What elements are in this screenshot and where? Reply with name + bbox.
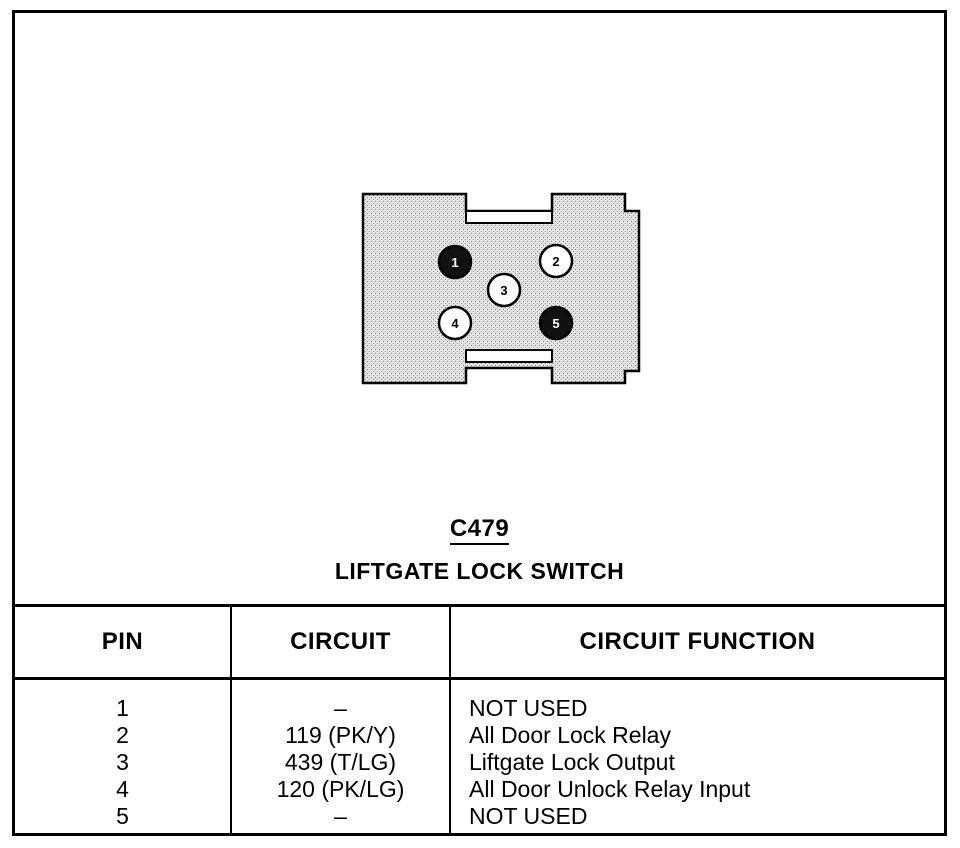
pin-header: PIN: [15, 607, 230, 680]
connector-id-text: C479: [449, 515, 510, 545]
pin-2: 2: [538, 243, 574, 279]
circuit-cell: –: [334, 803, 347, 829]
pin-4: 4: [437, 305, 473, 341]
pin-number-label: 3: [500, 283, 507, 298]
pin-cell: 4: [116, 776, 129, 802]
pin-number-label: 2: [552, 254, 559, 269]
function-cell: NOT USED: [469, 803, 588, 829]
pin-cavity: [437, 244, 473, 280]
pin-cavity: [486, 272, 522, 308]
circuit-values: – 119 (PK/Y) 439 (T/LG) 120 (PK/LG) –: [232, 695, 449, 830]
connector-name-label: LIFTGATE LOCK SWITCH: [334, 558, 625, 584]
pin-3: 3: [486, 272, 522, 308]
connector-id-label: C479: [15, 515, 944, 545]
circuit-column: CIRCUIT – 119 (PK/Y) 439 (T/LG) 120 (PK/…: [232, 607, 451, 833]
circuit-cell: 439 (T/LG): [284, 749, 397, 775]
pin-values: 1 2 3 4 5: [15, 695, 230, 830]
function-cell: All Door Lock Relay: [469, 722, 671, 748]
pin-cell: 2: [116, 722, 129, 748]
pin-cell: 5: [116, 803, 129, 829]
pin-cavity: [538, 243, 574, 279]
pin-table: PIN 1 2 3 4 5 CIRCUIT – 119 (PK/Y) 439 (…: [15, 604, 944, 833]
pin-number-label: 5: [552, 316, 559, 331]
function-cell: Liftgate Lock Output: [469, 749, 675, 775]
bottom-latch-slot: [465, 349, 553, 363]
pin-1: 1: [437, 244, 473, 280]
circuit-cell: 120 (PK/LG): [276, 776, 405, 802]
pin-number-label: 1: [451, 255, 458, 270]
function-header: CIRCUIT FUNCTION: [451, 607, 944, 680]
function-column: CIRCUIT FUNCTION NOT USED All Door Lock …: [451, 607, 944, 833]
pin-cavity: [538, 305, 574, 341]
pin-cell: 1: [116, 695, 129, 721]
top-latch-slot: [465, 210, 553, 224]
circuit-cell: –: [334, 695, 347, 721]
pin-cell: 3: [116, 749, 129, 775]
circuit-cell: 119 (PK/Y): [285, 722, 396, 748]
pin-number-label: 4: [451, 316, 459, 331]
connector-diagram: 1 2 3 4 5 C479 LIFTGATE LOCK SWITCH: [15, 13, 944, 607]
pin-column: PIN 1 2 3 4 5: [15, 607, 232, 833]
connector-face-view: 1 2 3 4 5: [361, 192, 641, 385]
pin-5: 5: [538, 305, 574, 341]
pin-cavity: [437, 305, 473, 341]
circuit-header: CIRCUIT: [232, 607, 449, 680]
function-cell: NOT USED: [469, 695, 588, 721]
function-values: NOT USED All Door Lock Relay Liftgate Lo…: [451, 695, 944, 830]
function-cell: All Door Unlock Relay Input: [469, 776, 751, 802]
pin-cavities: 1 2 3 4 5: [437, 243, 574, 341]
